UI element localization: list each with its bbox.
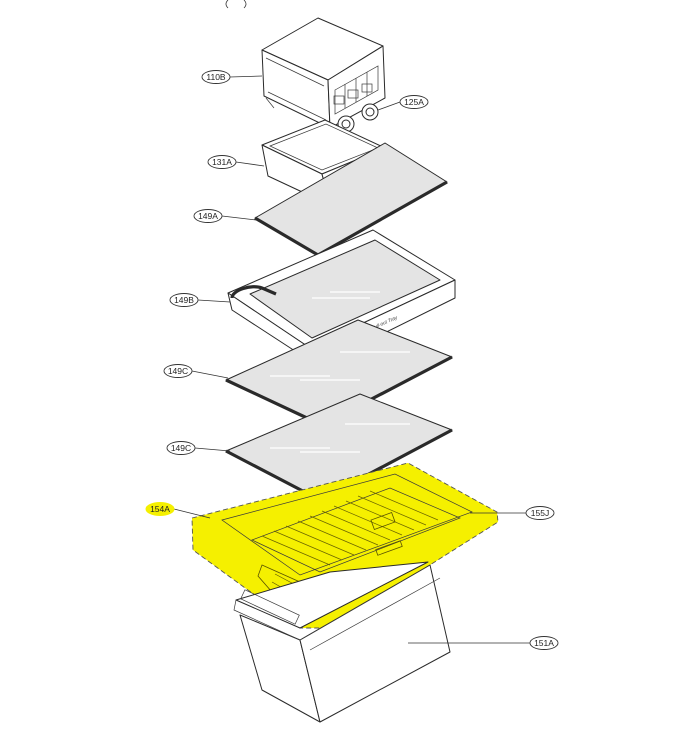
crisper-grille [261, 490, 439, 566]
callout-149C-upper: 149C [163, 364, 229, 379]
callout-149A: 149A [193, 209, 257, 223]
callout-151A: 151A [408, 636, 559, 650]
callout-131A: 131A [207, 155, 265, 169]
crisper-drawer-151A [233, 561, 451, 723]
svg-text:149B: 149B [174, 295, 194, 305]
cropped-top-mark [225, 0, 247, 9]
svg-text:131A: 131A [212, 157, 232, 167]
svg-text:149C: 149C [168, 366, 188, 376]
callout-149B: 149B [169, 293, 231, 307]
callout-110B: 110B [201, 70, 263, 84]
callout-155J: 155J [470, 506, 555, 520]
callout-154A-highlight-oval [145, 502, 175, 516]
svg-text:110B: 110B [206, 72, 226, 82]
svg-text:149A: 149A [198, 211, 218, 221]
callout-125A: 125A [377, 95, 429, 111]
callout-154A: 154A [145, 502, 211, 519]
svg-text:155J: 155J [531, 508, 549, 518]
svg-text:154A: 154A [150, 504, 170, 514]
svg-text:151A: 151A [534, 638, 554, 648]
pull-out-tray-149B: Pull-out Tray [227, 229, 456, 367]
callout-149C-lower: 149C [166, 441, 231, 455]
svg-text:149C: 149C [171, 443, 191, 453]
storage-module-110B [261, 17, 386, 137]
svg-text:125A: 125A [404, 97, 424, 107]
